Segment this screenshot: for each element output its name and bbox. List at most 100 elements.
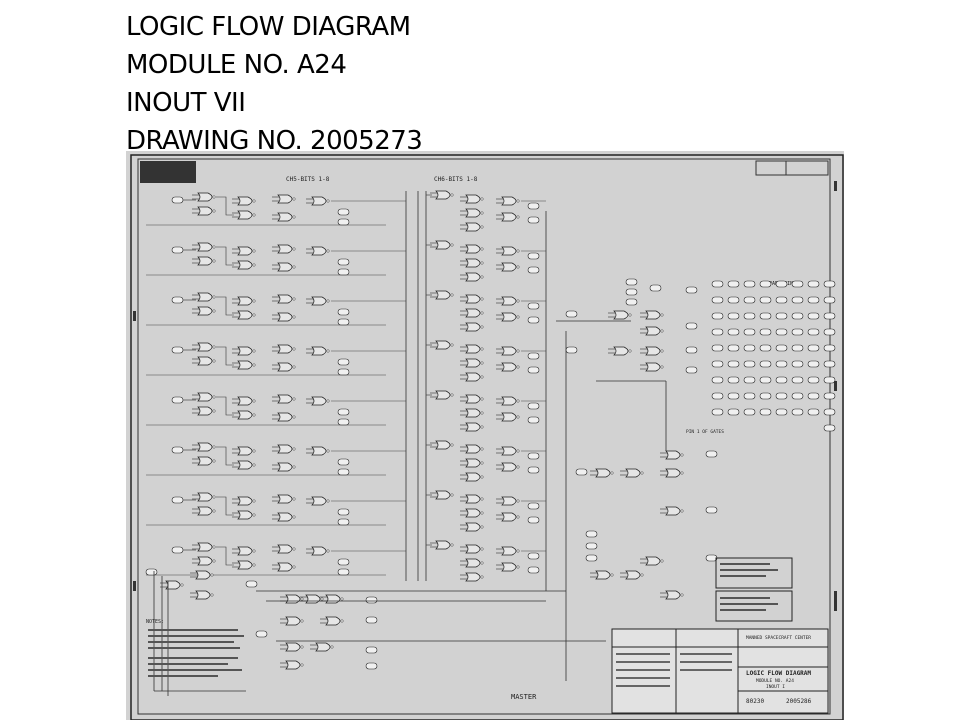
title-block: LOGIC FLOW DIAGRAM MODULE NO. A24 INOUT …: [126, 8, 423, 160]
pin-marker: [337, 258, 350, 266]
pin-marker: [823, 312, 836, 320]
pin-marker: [775, 376, 788, 384]
nor-gate-icon: [197, 492, 213, 502]
nor-gate-icon: [645, 362, 661, 372]
pin-marker: [807, 296, 820, 304]
module-name: INOUT VII: [126, 88, 246, 118]
nor-gate-icon: [237, 346, 253, 356]
pin-marker: [743, 360, 756, 368]
nor-gate-icon: [465, 372, 481, 382]
pin-marker: [743, 392, 756, 400]
nor-gate-icon: [277, 244, 293, 254]
pin-marker: [759, 392, 772, 400]
nor-gate-icon: [613, 346, 629, 356]
pin-marker: [823, 328, 836, 336]
pin-marker: [759, 344, 772, 352]
pin-marker: [775, 280, 788, 288]
nor-gate-icon: [435, 240, 451, 250]
pin-marker: [727, 360, 740, 368]
pin-marker: [727, 392, 740, 400]
org-name: MANNED SPACECRAFT CENTER: [746, 635, 811, 641]
pin-marker: [565, 346, 578, 354]
nor-gate-icon: [501, 546, 517, 556]
pin-marker: [337, 508, 350, 516]
nor-gate-icon: [465, 422, 481, 432]
nor-gate-icon: [465, 394, 481, 404]
pin-marker: [711, 344, 724, 352]
pin-marker: [807, 344, 820, 352]
pin-marker: [759, 328, 772, 336]
nor-gate-icon: [311, 546, 327, 556]
pin-marker: [255, 630, 268, 638]
pin-marker: [171, 196, 184, 204]
pin-marker: [759, 312, 772, 320]
right-margin-marks: [834, 181, 837, 611]
nor-gate-icon: [465, 194, 481, 204]
pin-marker: [337, 208, 350, 216]
nor-gate-icon: [465, 458, 481, 468]
pin-marker: [625, 288, 638, 296]
pin-marker: [711, 360, 724, 368]
pin-marker: [775, 392, 788, 400]
nor-gate-icon: [311, 396, 327, 406]
pin-marker: [791, 360, 804, 368]
nor-gate-icon: [465, 244, 481, 254]
nor-gate-icon: [501, 196, 517, 206]
logic-gates: [145, 190, 718, 670]
pin-marker: [823, 280, 836, 288]
pin-marker: [527, 302, 540, 310]
title-block-title: LOGIC FLOW DIAGRAM: [746, 670, 811, 677]
nor-gate-icon: [197, 292, 213, 302]
nor-gate-icon: [465, 444, 481, 454]
pin-marker: [337, 518, 350, 526]
pin-marker: [649, 284, 662, 292]
nor-gate-icon: [465, 408, 481, 418]
nor-gate-icon: [465, 544, 481, 554]
pin-marker: [759, 376, 772, 384]
nor-gate-icon: [501, 396, 517, 406]
pin-marker: [527, 552, 540, 560]
pin-marker: [807, 328, 820, 336]
nor-gate-icon: [285, 594, 301, 604]
pin-marker: [759, 280, 772, 288]
pin-marker: [527, 352, 540, 360]
nor-gate-icon: [237, 310, 253, 320]
drawing-title-block: MANNED SPACECRAFT CENTER LOGIC FLOW DIAG…: [511, 628, 829, 714]
pin-marker: [711, 392, 724, 400]
nor-gate-icon: [197, 192, 213, 202]
nor-gate-icon: [311, 196, 327, 206]
nor-gate-icon: [325, 594, 341, 604]
pin-marker: [807, 360, 820, 368]
nor-gate-icon: [197, 406, 213, 416]
pin-marker: [775, 328, 788, 336]
nor-gate-icon: [237, 446, 253, 456]
pin-marker: [743, 312, 756, 320]
nor-gate-icon: [501, 212, 517, 222]
pin-marker: [337, 308, 350, 316]
pin-marker: [685, 366, 698, 374]
title-block-module: MODULE NO. A24: [756, 678, 794, 684]
nor-gate-icon: [465, 322, 481, 332]
pin-marker: [823, 360, 836, 368]
nor-gate-icon: [285, 616, 301, 626]
pin-marker: [625, 278, 638, 286]
nor-gate-icon: [465, 508, 481, 518]
pin-marker: [823, 376, 836, 384]
nor-gate-icon: [465, 308, 481, 318]
nor-gate-icon: [501, 262, 517, 272]
nor-gate-icon: [435, 540, 451, 550]
pin-marker: [145, 568, 158, 576]
pin-marker: [727, 344, 740, 352]
pin-marker: [365, 596, 378, 604]
pin-marker: [527, 366, 540, 374]
pin-marker: [171, 496, 184, 504]
pin-marker: [823, 392, 836, 400]
column-header-ch5: CH5-BITS 1-8: [286, 176, 330, 183]
pin-marker: [711, 280, 724, 288]
pin-marker: [527, 402, 540, 410]
nor-gate-icon: [237, 546, 253, 556]
nor-gate-icon: [237, 410, 253, 420]
pin-marker: [711, 376, 724, 384]
pin-marker: [365, 646, 378, 654]
pin-marker: [527, 216, 540, 224]
